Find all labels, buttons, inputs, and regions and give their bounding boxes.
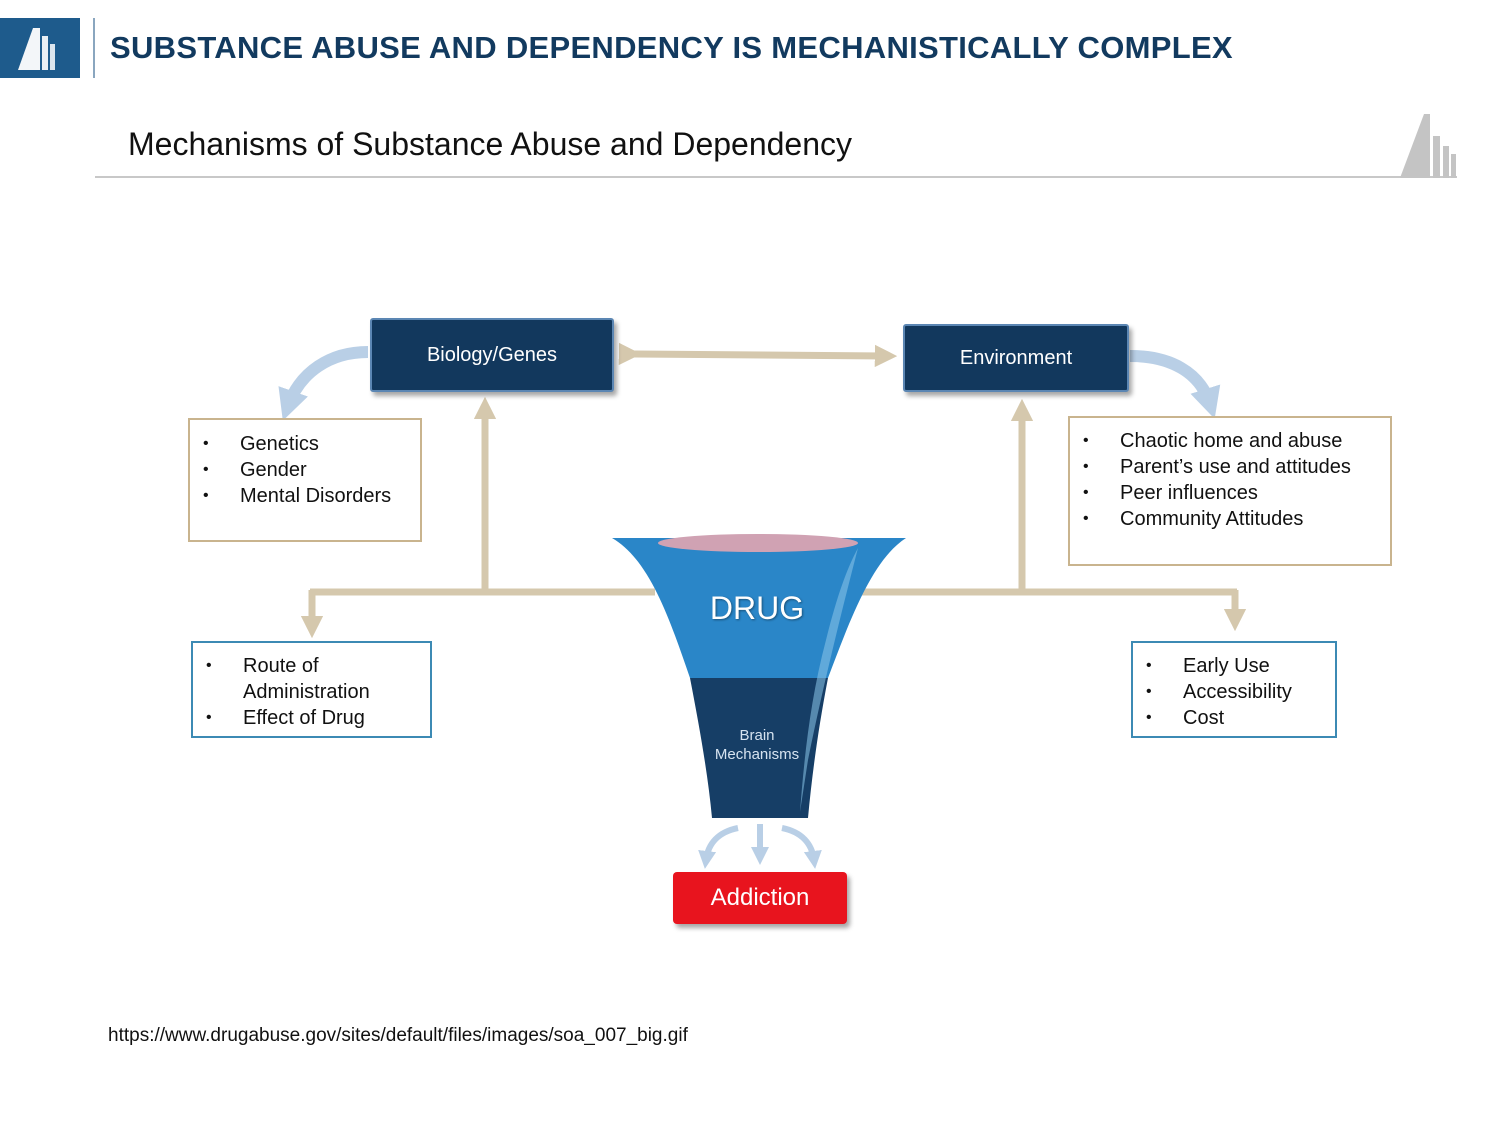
drug-factors-box: Route of Administration Effect of Drug [191,641,432,738]
biology-factors-box: Genetics Gender Mental Disorders [188,418,422,542]
page-title: SUBSTANCE ABUSE AND DEPENDENCY IS MECHAN… [110,30,1233,65]
funnel-stem [690,678,828,818]
corner-logo-icon [1400,114,1456,178]
funnel-arrow-right [781,825,822,869]
list-item: Early Use [1133,653,1335,679]
funnel-opening [658,534,858,552]
environment-factors-box: Chaotic home and abuse Parent’s use and … [1068,416,1392,566]
header-divider [93,18,95,78]
funnel-arrow-left [698,825,739,869]
brain-mechanisms-label: Brain Mechanisms [714,727,800,763]
list-item: Route of Administration [193,653,393,705]
list-item: Community Attitudes [1070,506,1390,532]
company-logo [0,18,80,78]
list-item: Mental Disorders [190,483,420,509]
company-logo-mark-icon [18,28,55,70]
biology-environment-arrow [618,342,898,368]
environment-node: Environment [903,324,1129,392]
list-item: Chaotic home and abuse [1070,428,1390,454]
list-item: Parent’s use and attitudes [1070,454,1390,480]
diagram-subtitle: Mechanisms of Substance Abuse and Depend… [128,126,853,162]
list-item: Cost [1133,705,1335,731]
source-url: https://www.drugabuse.gov/sites/default/… [108,1025,688,1046]
drug-label: DRUG [709,590,805,626]
list-item: Effect of Drug [193,705,393,731]
list-item: Accessibility [1133,679,1335,705]
addiction-node: Addiction [673,872,847,924]
biology-to-factors-arrow [278,346,369,421]
subtitle-rule [95,176,1457,178]
biology-genes-node: Biology/Genes [370,318,614,392]
access-factors-box: Early Use Accessibility Cost [1131,641,1337,738]
environment-to-factors-arrow [1129,350,1221,419]
list-item: Gender [190,457,420,483]
list-item: Genetics [190,431,420,457]
list-item: Peer influences [1070,480,1390,506]
